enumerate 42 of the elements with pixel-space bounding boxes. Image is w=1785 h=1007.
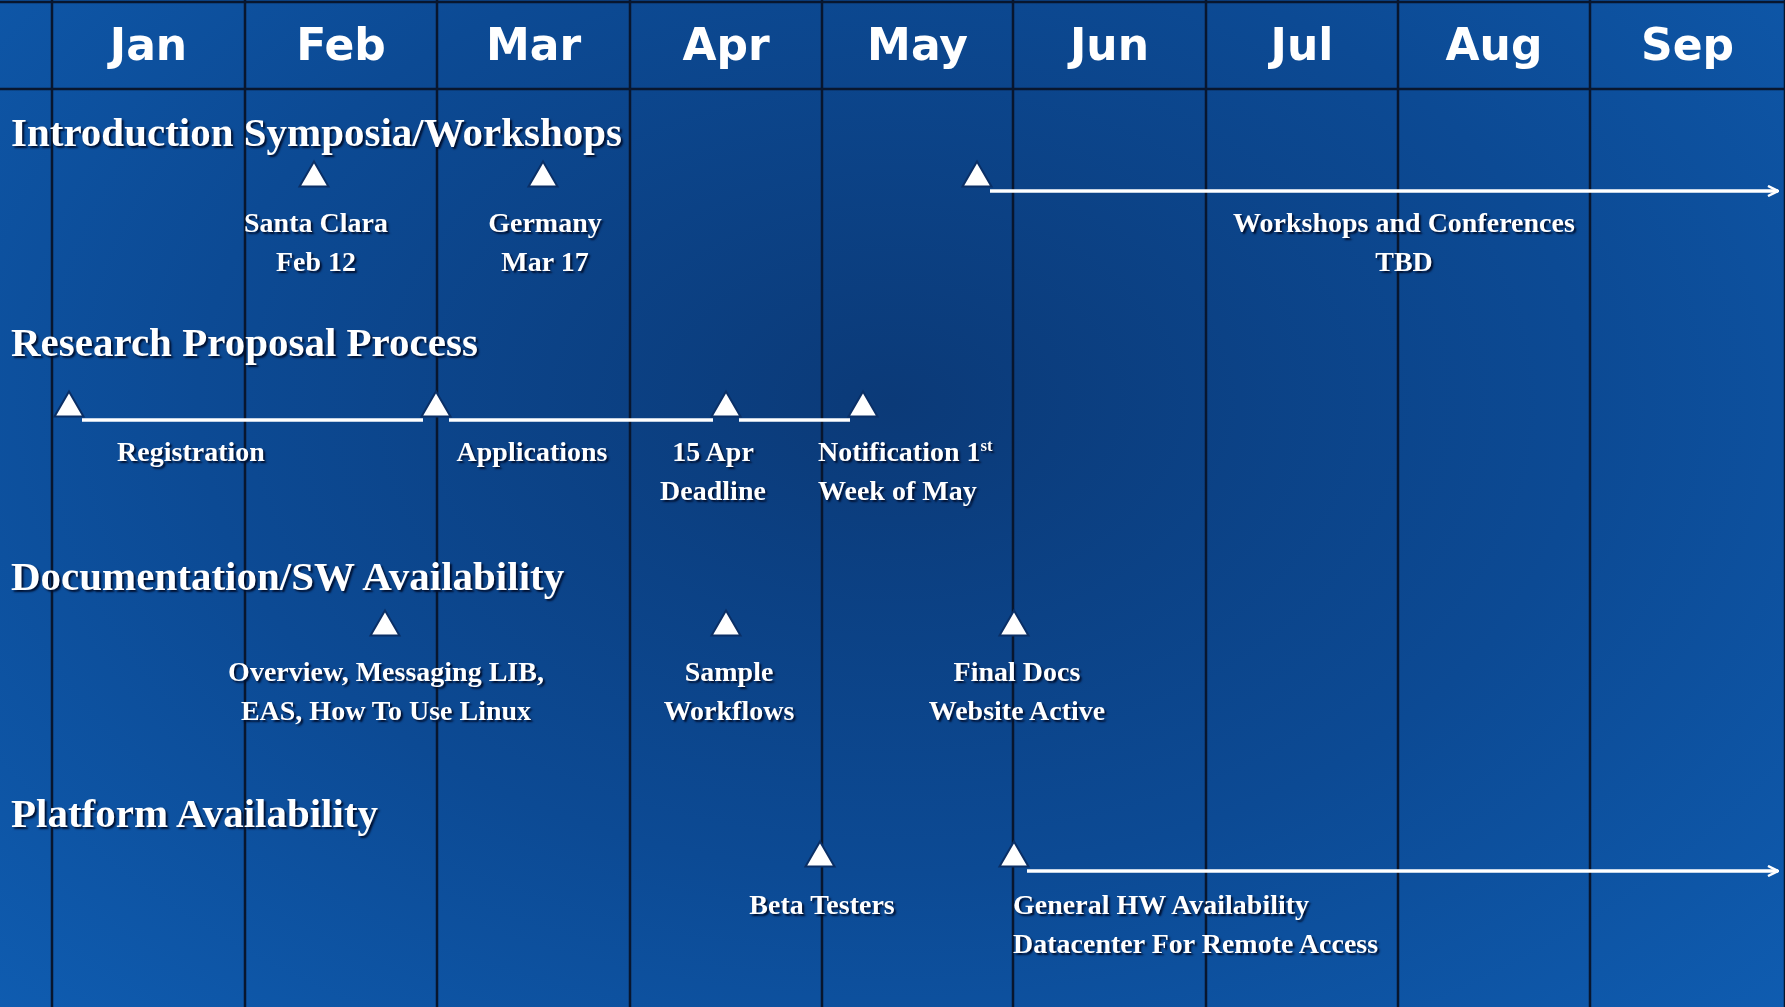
month-header: Jan [106, 18, 189, 72]
milestone-label: Overview, Messaging LIB, EAS, How To Use Linux [227, 655, 545, 728]
month-header: Jun [1013, 0, 1206, 89]
milestone-triangle [998, 840, 1030, 868]
month-header: Feb [295, 18, 387, 72]
milestone-triangle [961, 160, 993, 188]
month-header: Mar [484, 18, 583, 72]
milestone-triangle [710, 609, 742, 637]
milestone-triangle [998, 609, 1030, 637]
edge-label: Registration [116, 435, 266, 469]
edge-label: Applications [455, 435, 609, 469]
month-header: Apr [681, 18, 771, 72]
section-heading: Introduction Symposia/Workshops [11, 108, 623, 156]
timeline-line [739, 418, 850, 422]
section-heading: Research Proposal Process [11, 318, 478, 366]
milestone-triangle [298, 160, 330, 188]
month-header: Aug [1444, 18, 1544, 72]
milestone-triangle [710, 390, 742, 418]
milestone-label: Germany Mar 17 [487, 206, 603, 279]
milestone-label: Notification 1$^{st}$ Week of May [818, 434, 994, 508]
milestone-triangle [527, 160, 559, 188]
month-header: May [866, 18, 969, 72]
milestone-triangle [847, 390, 879, 418]
timeline-line [82, 418, 423, 422]
section-heading: Platform Availability [11, 789, 379, 837]
milestone-label: Sample Workflows [662, 655, 796, 728]
timeline-line [449, 418, 713, 422]
milestone-label: 15 Apr Deadline [659, 435, 767, 508]
month-header: Sep [1640, 18, 1735, 72]
milestone-label: Beta Testers [748, 888, 896, 922]
section-heading: Documentation/SW Availability [11, 552, 565, 600]
month-header: Jul [1267, 18, 1335, 72]
milestone-triangle [369, 609, 401, 637]
edge-label: General HW Availability Datacenter For Remote Access [1013, 888, 1380, 961]
timeline-arrow [1027, 864, 1780, 878]
milestone-triangle [804, 840, 836, 868]
milestone-label: Santa Clara Feb 12 [243, 206, 389, 279]
timeline-arrow [990, 184, 1780, 198]
milestone-label: Final Docs Website Active [927, 655, 1107, 728]
edge-label: Workshops and Conferences TBD [1232, 206, 1576, 279]
milestone-triangle [420, 390, 452, 418]
milestone-triangle [53, 390, 85, 418]
